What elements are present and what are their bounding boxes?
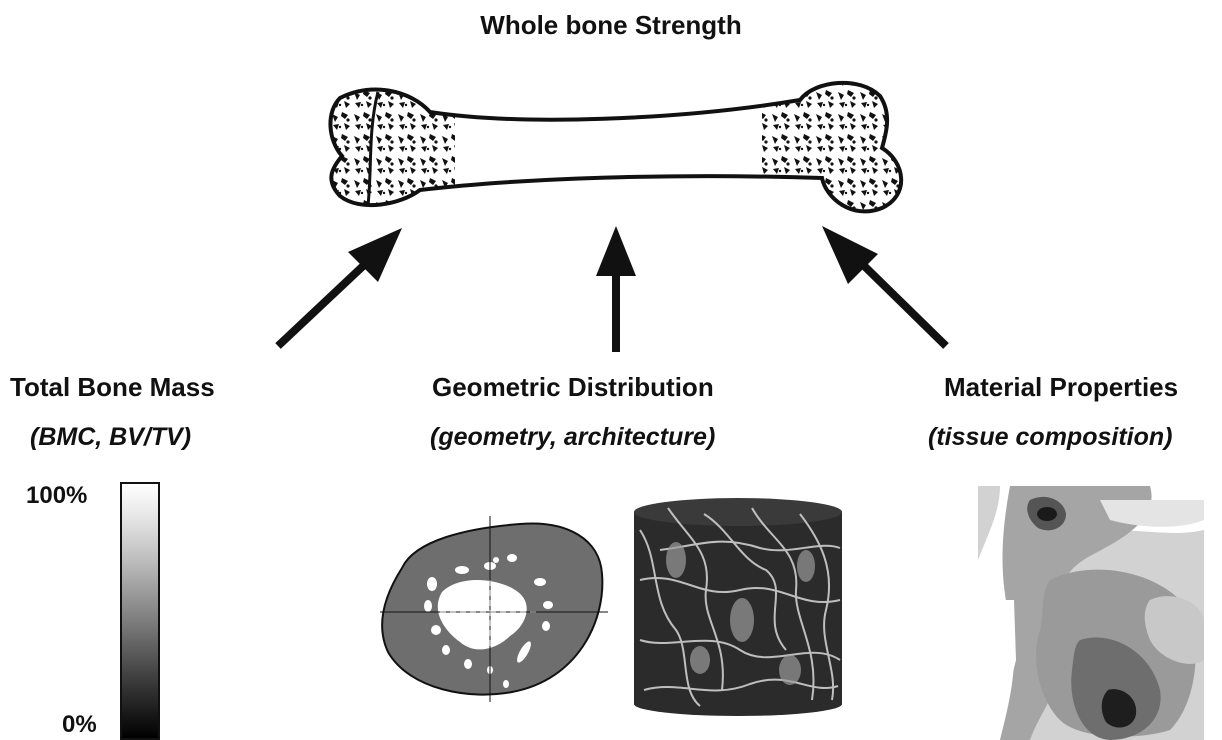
total-bone-mass-sublabel: (BMC, BV/TV) [30,423,191,452]
bone-illustration [325,70,912,230]
arrow-mass-to-bone [278,228,402,346]
geometric-distribution-label: Geometric Distribution [432,372,714,403]
tissue-composition-map [978,486,1204,740]
cortical-cross-section [380,516,608,702]
arrow-material-to-bone [822,226,946,346]
material-properties-label: Material Properties [944,372,1178,403]
diagram-title: Whole bone Strength [0,10,1222,41]
scale-max-label: 100% [26,482,87,510]
material-properties-sublabel: (tissue composition) [928,423,1172,452]
geometric-distribution-sublabel: (geometry, architecture) [430,423,715,452]
bone-mass-grayscale-bar [120,482,160,740]
total-bone-mass-label: Total Bone Mass [10,372,215,403]
trabecular-architecture-render [634,498,842,716]
arrow-geometry-to-bone [596,226,636,352]
scale-min-label: 0% [62,711,97,739]
